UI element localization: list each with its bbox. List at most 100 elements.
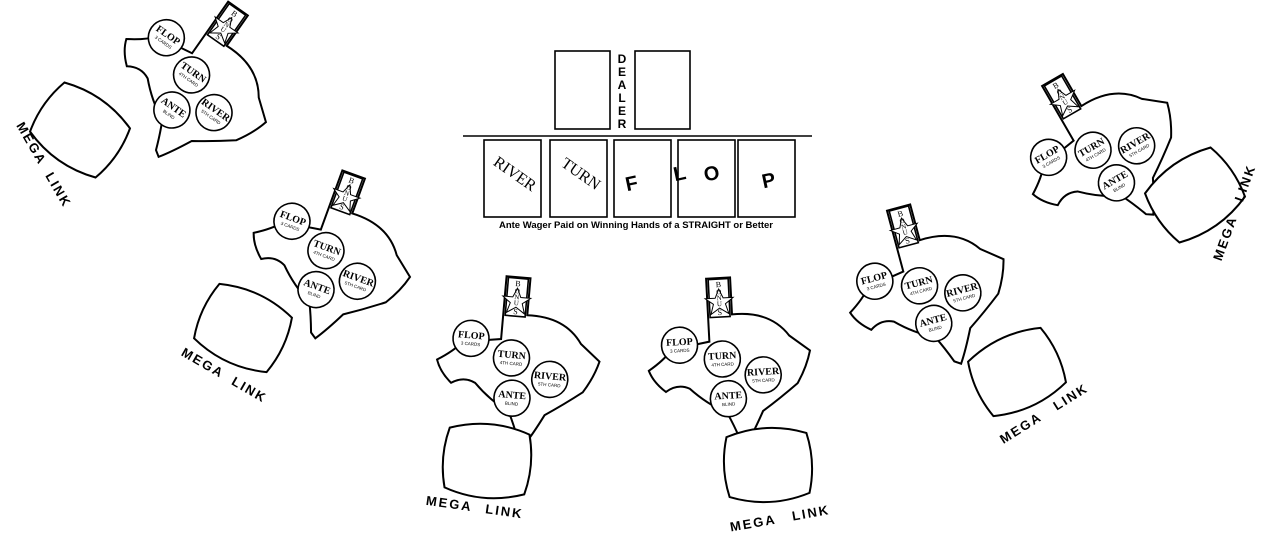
bonus-letter: S <box>214 32 223 42</box>
bonus-letter: O <box>345 183 352 192</box>
bonus-letter: S <box>1066 105 1074 115</box>
bonus-letter: U <box>341 194 348 203</box>
board-card-river[interactable] <box>483 139 542 218</box>
svg-text:ANTE: ANTE <box>714 390 743 402</box>
bonus-letter: S <box>717 308 722 317</box>
bonus-letter: U <box>717 300 722 308</box>
bonus-spot[interactable]: B S ONU <box>204 1 249 48</box>
mega-link-spot[interactable] <box>21 73 139 187</box>
bonus-letter: B <box>347 175 355 185</box>
board-card-flop-1[interactable] <box>613 139 672 218</box>
bonus-letter: U <box>1061 98 1069 107</box>
mega-link-label: MEGA LINK <box>729 502 831 534</box>
dealer-letter: L <box>618 91 625 105</box>
star-icon <box>208 15 240 45</box>
bonus-letter: O <box>226 15 235 24</box>
bonus-letter: U <box>902 228 909 237</box>
bonus-letter: B <box>897 209 904 219</box>
svg-text:ANTE: ANTE <box>498 389 527 402</box>
bonus-letter: N <box>514 293 520 301</box>
mega-link-spot[interactable] <box>438 419 536 503</box>
board-card-turn[interactable] <box>549 139 608 218</box>
svg-text:3 CARDS: 3 CARDS <box>280 221 300 232</box>
svg-text:4TH CARD: 4TH CARD <box>909 286 933 297</box>
board-flop-letter: O <box>702 162 722 187</box>
dealer-letter: R <box>618 117 627 131</box>
svg-text:LINK: LINK <box>42 170 74 211</box>
dealer-card-right[interactable] <box>634 50 691 130</box>
dealer-letter: E <box>618 65 626 79</box>
star-icon <box>888 216 919 247</box>
svg-text:RIVER: RIVER <box>533 370 567 384</box>
ante-notice: Ante Wager Paid on Winning Hands of a ST… <box>499 220 773 231</box>
community-board: RIVER TURN F L O P Ante Wager Paid on Wi… <box>483 139 796 231</box>
bonus-letter: N <box>900 222 907 231</box>
board-card-flop-2[interactable] <box>677 139 736 218</box>
bonus-letter: B <box>515 279 521 288</box>
bonus-letter: S <box>513 307 518 316</box>
board-flop-letter: P <box>760 169 778 193</box>
dealer-letter: D <box>618 52 627 66</box>
svg-text:5TH CARD: 5TH CARD <box>953 293 977 304</box>
bonus-spot[interactable]: B S ONU <box>327 171 366 216</box>
svg-text:4TH CARD: 4TH CARD <box>500 360 524 367</box>
bonus-letter: N <box>716 294 721 302</box>
bonus-letter: O <box>716 288 721 296</box>
svg-text:LINK: LINK <box>791 502 831 523</box>
dealer-card-left[interactable] <box>554 50 611 130</box>
mega-link-spot[interactable] <box>721 424 815 506</box>
svg-text:MEGA: MEGA <box>425 493 474 514</box>
bonus-spot[interactable]: B S ONU <box>885 204 922 249</box>
bonus-spot[interactable]: B S ONU <box>703 277 735 319</box>
svg-text:BLIND: BLIND <box>505 401 519 407</box>
dealer-label: D E A L E R <box>618 52 627 131</box>
board-flop-letter: L <box>671 162 688 186</box>
mega-link-label: MEGA LINK <box>425 493 524 522</box>
svg-text:RIVER: RIVER <box>747 366 781 379</box>
bonus-spot[interactable]: B S ONU <box>501 276 533 318</box>
svg-text:4TH CARD: 4TH CARD <box>711 361 734 367</box>
board-card-flop-3[interactable] <box>737 139 796 218</box>
board-flop-letter: F <box>623 172 640 196</box>
svg-text:FLOP: FLOP <box>666 337 693 349</box>
svg-text:BLIND: BLIND <box>1112 182 1127 193</box>
bonus-spot[interactable]: B S ONU <box>1041 74 1084 121</box>
svg-text:3 CARDS: 3 CARDS <box>866 282 886 292</box>
star-icon <box>501 287 533 316</box>
bonus-letter: B <box>1051 80 1060 90</box>
bonus-letter: S <box>338 202 345 212</box>
svg-text:BLIND: BLIND <box>928 324 943 332</box>
svg-text:FLOP: FLOP <box>457 329 485 342</box>
dealer-letter: E <box>618 104 626 118</box>
svg-text:TURN: TURN <box>497 349 527 362</box>
svg-text:LINK: LINK <box>229 374 270 406</box>
